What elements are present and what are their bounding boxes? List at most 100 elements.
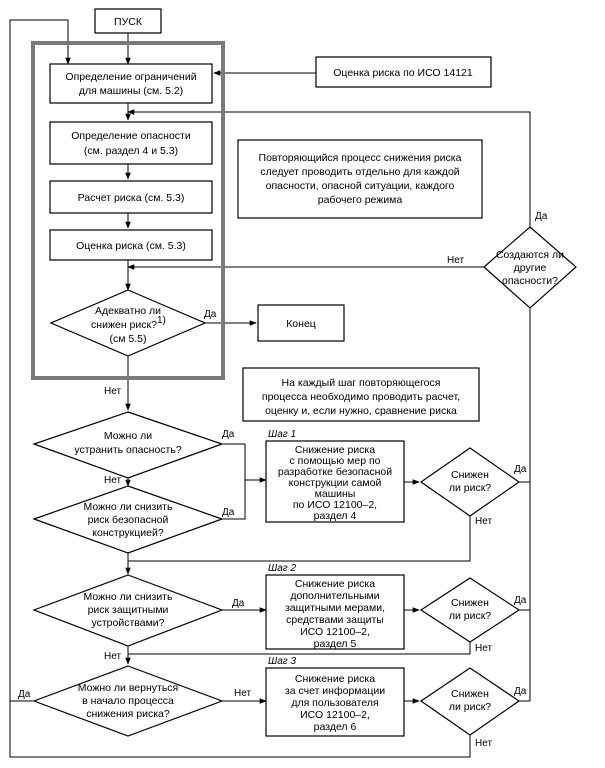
reduced2-no-label: Нет bbox=[475, 643, 492, 654]
svg-text:следует проводить отдельно для: следует проводить отдельно для каждой bbox=[260, 166, 459, 178]
svg-text:дополнительными: дополнительными bbox=[290, 590, 379, 602]
svg-text:Можно ли снизить: Можно ли снизить bbox=[84, 501, 173, 513]
return-decision: Можно ли вернуться в начало процесса сни… bbox=[32, 665, 224, 737]
reduced1-decision: Снижен ли риск? bbox=[419, 447, 521, 517]
svg-text:раздел 6: раздел 6 bbox=[314, 721, 357, 733]
step2-label: Шаг 2 bbox=[268, 563, 296, 574]
svg-text:Снижен: Снижен bbox=[451, 597, 489, 609]
svg-text:Расчет риска (см. 5.3): Расчет риска (см. 5.3) bbox=[78, 192, 185, 204]
svg-text:опасности, опасной ситуации, к: опасности, опасной ситуации, каждого bbox=[266, 180, 455, 192]
safe-design-decision: Можно ли снизить риск безопасной констру… bbox=[32, 485, 224, 554]
svg-text:за счет информации: за счет информации bbox=[285, 685, 385, 697]
step1-label: Шаг 1 bbox=[268, 429, 296, 440]
svg-text:другие: другие bbox=[514, 262, 547, 274]
step3-box: Снижение риска за счет информации для по… bbox=[265, 667, 405, 737]
svg-text:ИСО 12100–2,: ИСО 12100–2, bbox=[300, 709, 370, 721]
end-box: Конец bbox=[257, 304, 345, 342]
protective-yes-label: Да bbox=[232, 598, 245, 609]
svg-text:процесса необходимо проводить: процесса необходимо проводить расчет, bbox=[262, 391, 460, 403]
svg-text:Снижен: Снижен bbox=[451, 688, 489, 700]
other-hazards-decision: Создаются ли другие опасности? bbox=[483, 226, 577, 309]
svg-text:Создаются ли: Создаются ли bbox=[496, 249, 564, 261]
svg-text:оценку и, если нужно, сравнени: оценку и, если нужно, сравнение риска bbox=[265, 405, 457, 417]
reduced3-decision: Снижен ли риск? bbox=[419, 667, 521, 736]
svg-text:Определение опасности: Определение опасности bbox=[71, 130, 191, 142]
svg-text:машины: машины bbox=[315, 488, 356, 500]
protective-decision: Можно ли снизить риск защитными устройст… bbox=[32, 574, 224, 647]
eliminate-decision: Можно ли устранить опасность? bbox=[32, 411, 224, 479]
svg-text:На каждый шаг повторяющегося: На каждый шаг повторяющегося bbox=[282, 377, 441, 389]
estimate-box: Расчет риска (см. 5.3) bbox=[49, 180, 213, 214]
branch-labels: Да Нет Да Нет Да Нет Да Да Нет Да Да Нет… bbox=[18, 211, 548, 749]
svg-text:Повторяющийся процесс снижения: Повторяющийся процесс снижения риска bbox=[259, 152, 462, 164]
svg-text:конструкции самой: конструкции самой bbox=[289, 477, 382, 489]
svg-text:снижен риск?: снижен риск? bbox=[91, 319, 157, 331]
return-yes-label: Да bbox=[18, 689, 31, 700]
svg-text:ПУСК: ПУСК bbox=[114, 16, 143, 28]
adequate-decision: Адекватно ли снижен риск? 1) (см 5.5) bbox=[49, 289, 207, 357]
svg-text:для пользователя: для пользователя bbox=[291, 697, 378, 709]
footnote-mark: 1) bbox=[157, 315, 166, 326]
connectors bbox=[9, 19, 531, 758]
adequate-no-label: Нет bbox=[104, 386, 121, 397]
iso14121-box: Оценка риска по ИСО 14121 bbox=[315, 56, 492, 88]
reduced3-yes-label: Да bbox=[514, 686, 527, 697]
note-repeat-box: Повторяющийся процесс снижения риска сле… bbox=[237, 139, 483, 219]
svg-text:риск защитными: риск защитными bbox=[88, 604, 169, 616]
reduced1-no-label: Нет bbox=[475, 516, 492, 527]
svg-text:раздел 4: раздел 4 bbox=[314, 510, 357, 522]
svg-text:ИСО 12100–2,: ИСО 12100–2, bbox=[300, 626, 370, 638]
evaluate-box: Оценка риска (см. 5.3) bbox=[49, 229, 213, 261]
limits-box: Определение ограничений для машины (см. … bbox=[49, 63, 213, 104]
svg-text:рабочего режима: рабочего режима bbox=[318, 194, 403, 206]
start-box: ПУСК bbox=[94, 8, 162, 34]
svg-text:конструкцией?: конструкцией? bbox=[92, 527, 164, 539]
svg-text:ли риск?: ли риск? bbox=[449, 610, 491, 622]
svg-text:Снижение риска: Снижение риска bbox=[295, 444, 375, 456]
step2-box: Снижение риска дополнительными защитными… bbox=[265, 574, 405, 650]
reduced2-decision: Снижен ли риск? bbox=[419, 577, 521, 643]
step3-label: Шаг 3 bbox=[268, 656, 296, 667]
svg-text:опасности?: опасности? bbox=[502, 275, 558, 287]
svg-text:ли риск?: ли риск? bbox=[449, 482, 491, 494]
protective-no-label: Нет bbox=[104, 651, 121, 662]
svg-text:(см. раздел 4 и 5.3): (см. раздел 4 и 5.3) bbox=[84, 145, 178, 157]
note-each-step-box: На каждый шаг повторяющегося процесса не… bbox=[242, 367, 480, 422]
reduced1-yes-label: Да bbox=[514, 464, 527, 475]
return-no-label: Нет bbox=[234, 688, 251, 699]
svg-text:Можно ли: Можно ли bbox=[104, 430, 152, 442]
other-yes-label: Да bbox=[535, 211, 548, 222]
svg-text:Можно ли вернуться: Можно ли вернуться bbox=[78, 682, 178, 694]
svg-text:Можно ли снизить: Можно ли снизить bbox=[84, 591, 173, 603]
svg-text:риск безопасной: риск безопасной bbox=[88, 514, 169, 526]
eliminate-yes-label: Да bbox=[222, 429, 235, 440]
step1-box: Снижение риска с помощью мер по разработ… bbox=[265, 440, 405, 523]
svg-text:снижения риска?: снижения риска? bbox=[86, 708, 170, 720]
safe-design-yes-label: Да bbox=[222, 507, 235, 518]
svg-text:Определение ограничений: Определение ограничений bbox=[65, 71, 196, 83]
svg-text:разработке безопасной: разработке безопасной bbox=[278, 466, 392, 478]
svg-text:по ИСО 12100–2,: по ИСО 12100–2, bbox=[293, 499, 377, 511]
svg-text:устройствами?: устройствами? bbox=[91, 617, 164, 629]
svg-text:Адекватно ли: Адекватно ли bbox=[95, 305, 161, 317]
svg-text:с помощью мер по: с помощью мер по bbox=[290, 455, 381, 467]
svg-text:устранить опасность?: устранить опасность? bbox=[74, 444, 182, 456]
hazard-box: Определение опасности (см. раздел 4 и 5.… bbox=[49, 121, 213, 165]
reduced3-no-label: Нет bbox=[475, 738, 492, 749]
svg-text:Снижение риска: Снижение риска bbox=[295, 673, 375, 685]
svg-text:Снижен: Снижен bbox=[451, 469, 489, 481]
adequate-yes-label: Да bbox=[204, 309, 217, 320]
svg-text:(см 5.5): (см 5.5) bbox=[110, 333, 147, 345]
eliminate-no-label: Нет bbox=[104, 475, 121, 486]
svg-text:Снижение риска: Снижение риска bbox=[295, 578, 375, 590]
svg-text:для машины (см. 5.2): для машины (см. 5.2) bbox=[79, 85, 183, 97]
svg-text:ли риск?: ли риск? bbox=[449, 701, 491, 713]
iteration-frame bbox=[31, 41, 225, 380]
svg-text:Конец: Конец bbox=[286, 318, 316, 330]
svg-text:средствами защиты: средствами защиты bbox=[286, 614, 384, 626]
svg-text:в начало процесса: в начало процесса bbox=[82, 695, 174, 707]
svg-text:защитными мерами,: защитными мерами, bbox=[285, 602, 385, 614]
svg-text:Оценка риска по ИСО 14121: Оценка риска по ИСО 14121 bbox=[333, 67, 473, 79]
svg-text:Оценка риска (см. 5.3): Оценка риска (см. 5.3) bbox=[76, 240, 186, 252]
